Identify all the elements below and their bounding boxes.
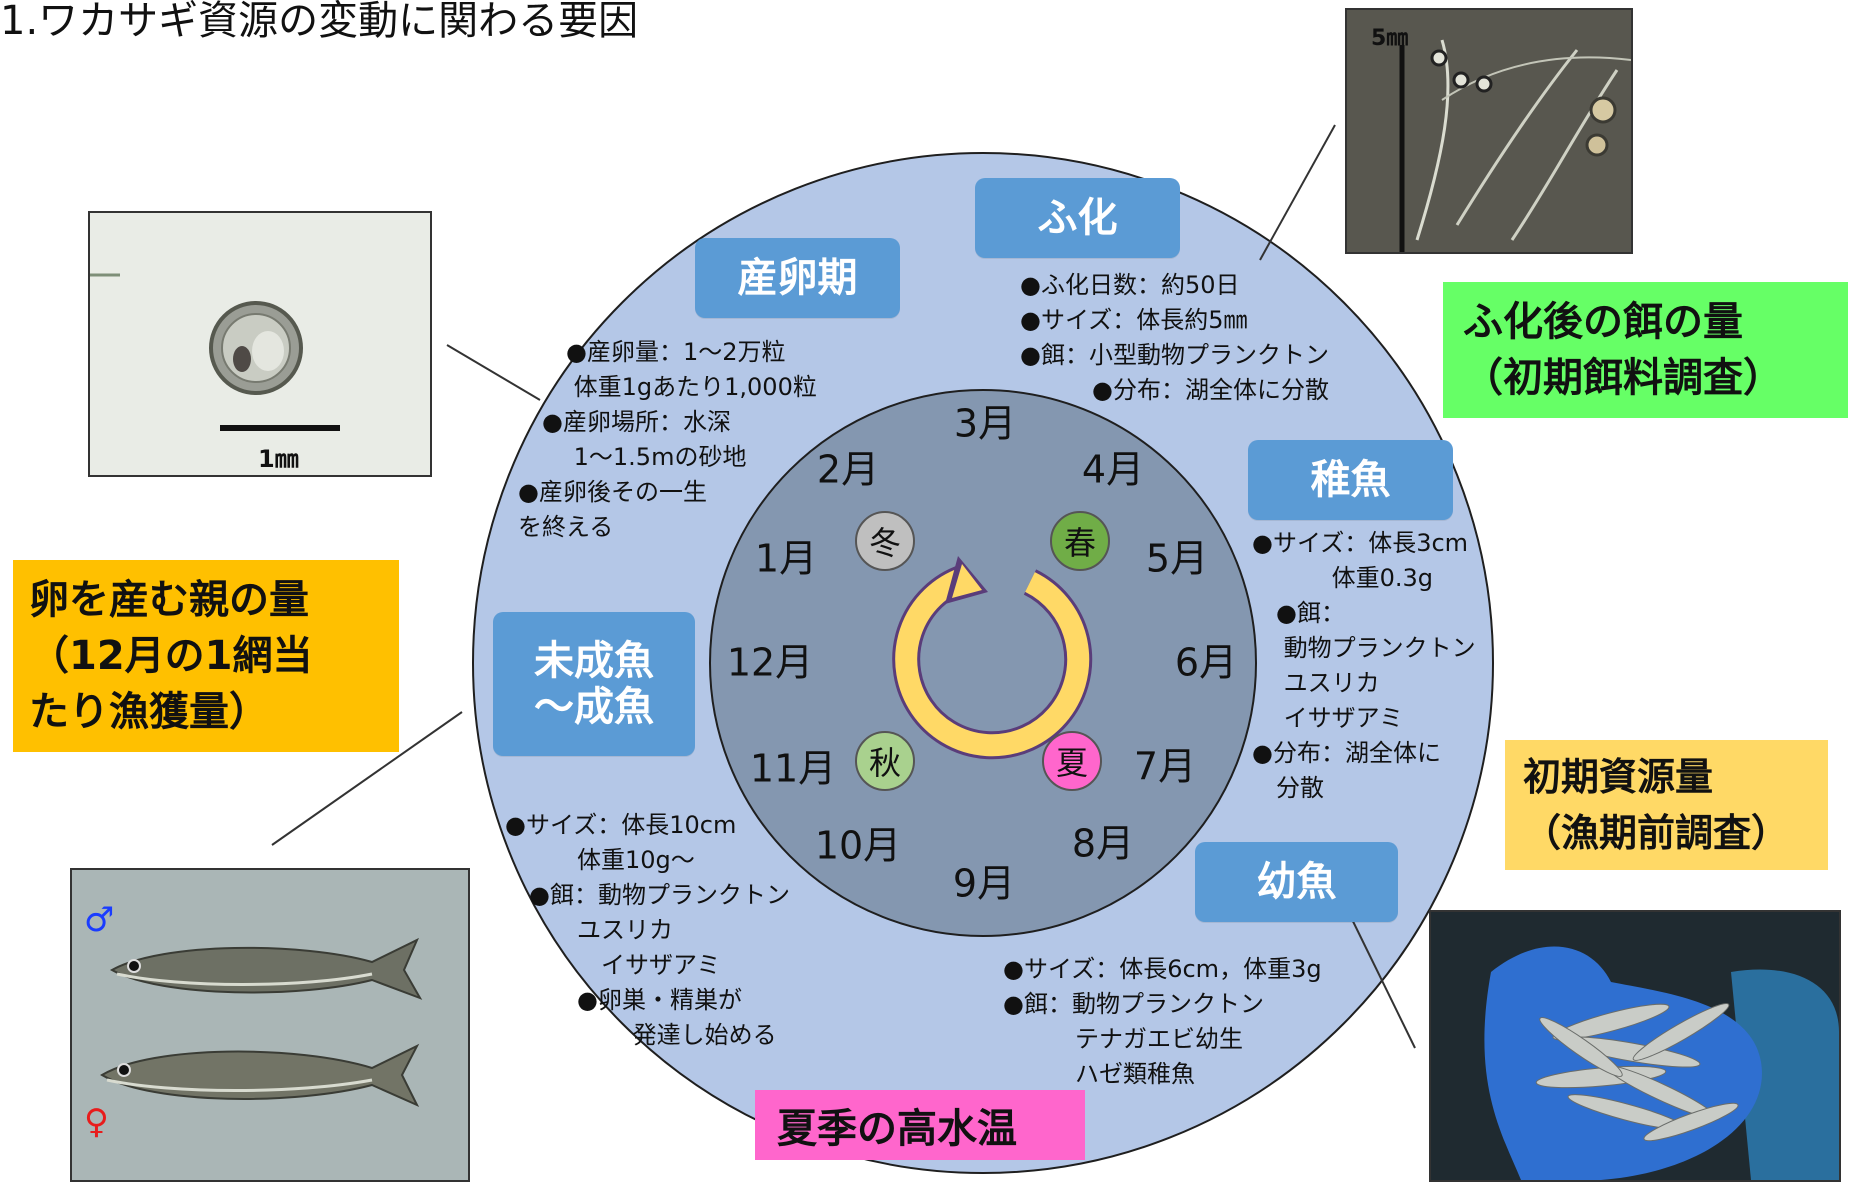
stage-hatch-box: ふ化 (975, 178, 1180, 258)
stage-juvenile-box: 幼魚 (1195, 842, 1398, 922)
connector-line-larvae (1259, 124, 1336, 261)
season-autumn: 秋 (855, 731, 915, 791)
factor-initial-stock-line-2: （漁期前調査） (1523, 811, 1790, 855)
factor-initial-stock: 初期資源量 （漁期前調査） (1505, 740, 1828, 870)
female-symbol: ♀ (84, 1102, 109, 1142)
egg-photo: 1㎜ (88, 211, 432, 477)
factor-summer-temp-line-1: 夏季の高水温 (777, 1106, 1017, 1152)
cycle-arrow-icon (892, 556, 1093, 760)
egg-scale-label: 1㎜ (258, 445, 299, 473)
stage-spawning-info: ●産卵量：1～2万粒 体重1gあたり1,000粒 ●産卵場所：水深 1～1.5m… (518, 338, 817, 541)
month-3: 3月 (953, 401, 1017, 446)
connector-line-catch (1344, 904, 1416, 1049)
larvae-scale-label: 5㎜ (1371, 26, 1409, 51)
month-5: 5月 (1145, 536, 1209, 581)
month-10: 10月 (814, 823, 902, 868)
month-6: 6月 (1174, 640, 1238, 685)
stage-fry-info: ●サイズ：体長3cm 体重0.3g ●餌： 動物プランクトン ユスリカ イサザア… (1252, 529, 1476, 802)
stage-spawning-label: 産卵期 (737, 255, 858, 301)
month-2: 2月 (816, 447, 880, 492)
stage-hatch-label: ふ化 (1037, 195, 1118, 241)
factor-parents-line-3: たり漁獲量） (29, 689, 269, 735)
season-summer: 夏 (1042, 731, 1102, 791)
factor-summer-temp: 夏季の高水温 (755, 1090, 1085, 1160)
adult-fish-photo: ♂ ♀ (70, 868, 470, 1182)
connector-line-egg (446, 344, 541, 401)
factor-parents: 卵を産む親の量 （12月の1網当 たり漁獲量） (13, 560, 399, 752)
factor-parents-line-1: 卵を産む親の量 (29, 577, 309, 623)
month-11: 11月 (749, 746, 837, 791)
male-symbol: ♂ (84, 900, 115, 940)
factor-initial-stock-line-1: 初期資源量 (1523, 755, 1714, 799)
month-7: 7月 (1133, 744, 1197, 789)
stage-spawning-box: 産卵期 (695, 238, 900, 318)
stage-adult-label: 未成魚 ～成魚 (534, 638, 654, 730)
month-12: 12月 (726, 640, 814, 685)
season-spring: 春 (1050, 511, 1110, 571)
connector-line-adults (271, 711, 463, 846)
factor-feed: ふ化後の餌の量 （初期餌料調査） (1443, 282, 1848, 418)
month-4: 4月 (1081, 447, 1145, 492)
stage-juvenile-info: ●サイズ：体長6cm，体重3g ●餌：動物プランクトン テナガエビ幼生 ハゼ類稚… (1003, 955, 1322, 1088)
catch-photo (1429, 910, 1841, 1182)
month-1: 1月 (754, 536, 818, 581)
stage-fry-label: 稚魚 (1310, 457, 1391, 503)
larvae-photo: 5㎜ (1345, 8, 1633, 254)
factor-feed-line-1: ふ化後の餌の量 (1463, 299, 1743, 345)
month-8: 8月 (1071, 821, 1135, 866)
page-title: 1.ワカサギ資源の変動に関わる要因 (0, 0, 639, 44)
stage-hatch-info: ●ふ化日数：約50日 ●サイズ：体長約5㎜ ●餌：小型動物プランクトン ●分布：… (1020, 271, 1329, 404)
stage-adult-info: ●サイズ：体長10cm 体重10g～ ●餌：動物プランクトン ユスリカ イサザア… (505, 811, 790, 1049)
stage-juvenile-label: 幼魚 (1256, 859, 1337, 905)
month-9: 9月 (952, 861, 1016, 906)
inner-disc (709, 389, 1257, 937)
factor-feed-line-2: （初期餌料調査） (1463, 355, 1783, 401)
season-winter: 冬 (855, 511, 915, 571)
stage-fry-box: 稚魚 (1248, 440, 1453, 520)
factor-parents-line-2: （12月の1網当 (29, 633, 313, 679)
stage-adult-box: 未成魚 ～成魚 (493, 612, 695, 756)
